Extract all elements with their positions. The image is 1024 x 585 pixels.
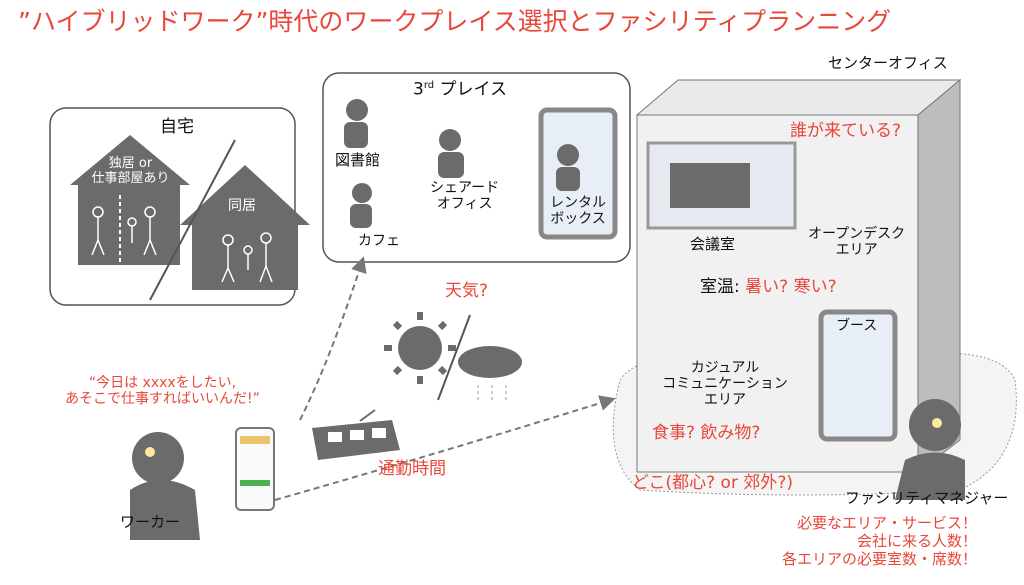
meeting-room-label: 会議室 (690, 235, 736, 253)
center-office-label: センターオフィス (828, 54, 948, 72)
third-place-label: 3rd プレイス (413, 79, 508, 100)
shared-office-label: シェアード オフィス (430, 180, 500, 213)
office-top (635, 79, 962, 116)
worker-quote: “今日は xxxxをしたい, あそこで仕事すればいいんだ!” (65, 375, 260, 408)
rental-box-label: レンタル ボックス (550, 195, 606, 228)
temperature-label: 室温: 暑い? 寒い? (700, 277, 837, 297)
people-icons (91, 206, 273, 283)
need-item: 各エリアの必要室数・席数！ (781, 550, 977, 568)
train-icon (312, 409, 400, 460)
need-item: 必要なエリア・サービス！ (796, 514, 977, 532)
house-single-icon (70, 135, 190, 265)
location-question: どこ(都心? or 郊外?) (632, 473, 793, 493)
house-single-label: 独居 or 仕事部屋あり (91, 156, 170, 186)
cafe-label: カフェ (358, 233, 400, 249)
manager-label: ファシリティマネジャー (845, 489, 1009, 507)
house-shared-icon (180, 165, 310, 290)
arrow-to-office (274, 395, 616, 501)
casual-area-label: カジュアル コミュニケーション エリア (662, 360, 788, 409)
need-item: 会社に来る人数！ (856, 532, 977, 550)
house-shared-label: 同居 (228, 198, 256, 214)
who-question: 誰が来ている? (790, 121, 902, 141)
smartphone-icon (235, 427, 275, 511)
open-desk-label: オープンデスク エリア (808, 226, 906, 259)
page-title: ”ハイブリッドワーク”時代のワークプレイス選択とファシリティプランニング (18, 7, 892, 36)
weather-question: 天気? (445, 281, 489, 301)
arrow-to-third-place (299, 256, 367, 421)
booth-label: ブース (836, 318, 878, 334)
commute-label: 通勤時間 (378, 459, 446, 479)
rain-cloud-icon (458, 346, 522, 400)
booth-frame (818, 309, 898, 442)
sun-icon (384, 312, 456, 384)
library-label: 図書館 (335, 151, 381, 169)
home-label: 自宅 (160, 117, 194, 137)
worker-label: ワーカー (120, 513, 181, 531)
manager-needs: 必要なエリア・サービス！会社に来る人数！各エリアの必要室数・席数！ (752, 514, 977, 568)
food-question: 食事? 飲み物? (652, 423, 761, 443)
